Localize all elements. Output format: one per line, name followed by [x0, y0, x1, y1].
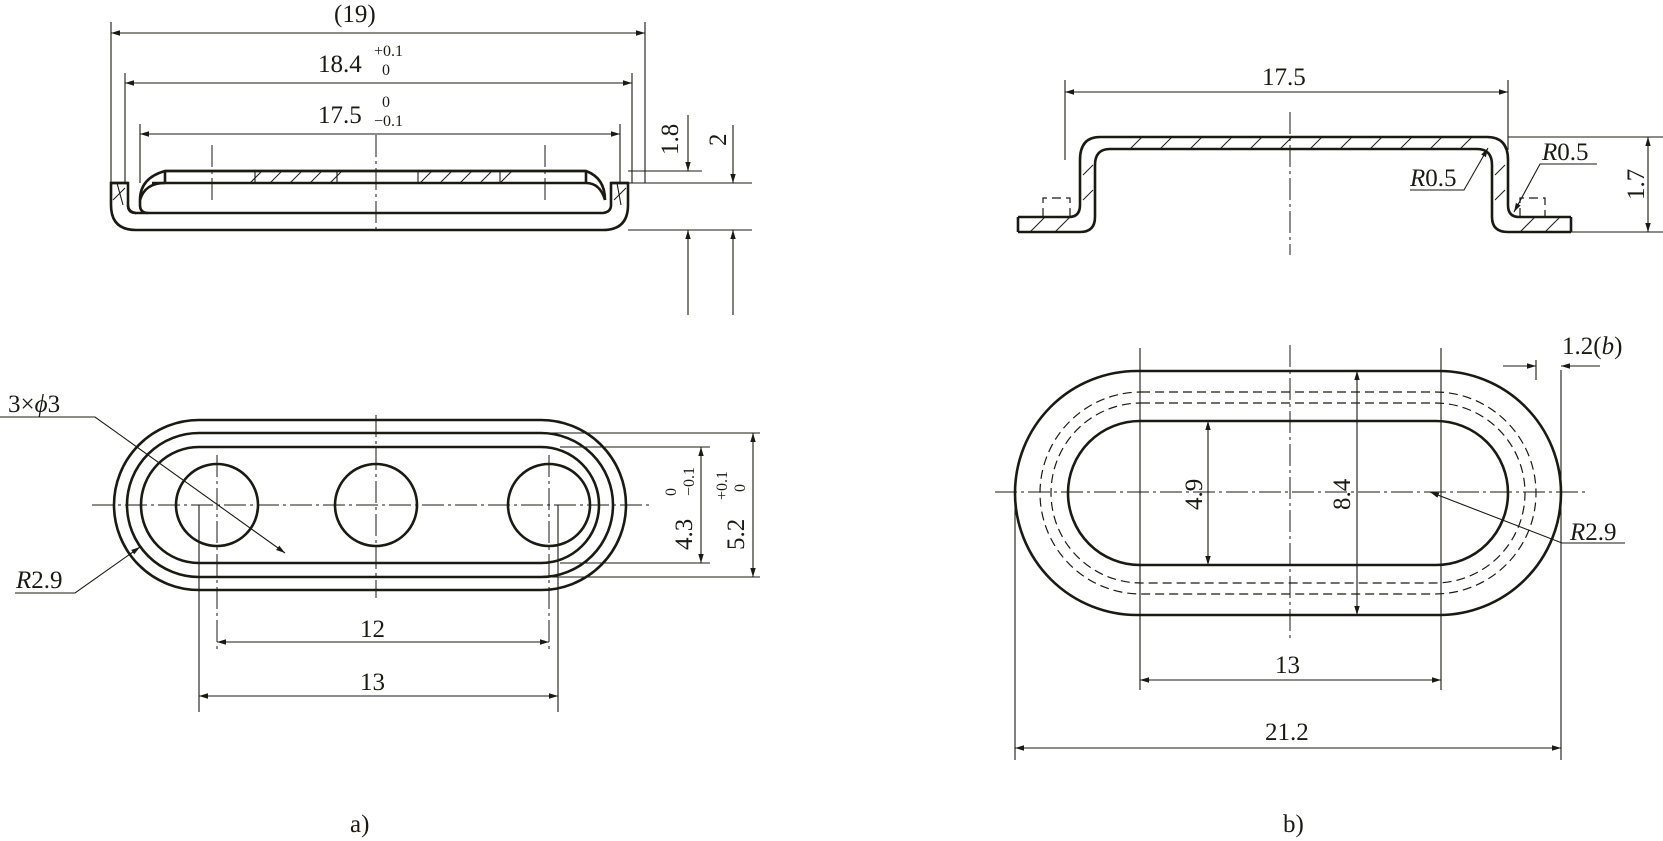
dim-width-4-3-lower-tol: −0.1: [681, 467, 698, 496]
dim-height-2: 2: [705, 134, 732, 147]
figure-b-section-view: [1016, 80, 1663, 255]
dim-17-5-lower-tol: −0.1: [374, 113, 403, 130]
dim-height-1-7: 1.7: [1623, 169, 1650, 200]
caption-b: b): [1283, 811, 1304, 838]
dim-width-5-2-upper-tol: +0.1: [714, 471, 731, 500]
caption-a: a): [350, 811, 369, 838]
dim-length-13: 13: [360, 669, 385, 696]
dim-overall-19: (19): [334, 1, 376, 28]
figure-b: 17.5 1.7 R0.5 R0.5 4.9 8.4 1.2(b) R2.9 1…: [995, 64, 1663, 838]
dim-width-4-3: 4.3: [671, 519, 698, 550]
dim-width-4-9: 4.9: [1181, 479, 1208, 510]
dim-height-1-8: 1.8: [657, 124, 684, 155]
dim-width-8-4: 8.4: [1329, 478, 1356, 510]
dim-overall-21-2: 21.2: [1265, 719, 1309, 746]
figure-a: (19) 18.4 +0.1 0 17.5 0 −0.1 1.8 2 3×ϕ3 …: [0, 1, 760, 838]
dim-width-5-2-lower-tol: 0: [732, 484, 749, 492]
dim-radius-left-0-5: R0.5: [1409, 165, 1457, 192]
figure-a-plan-view: [0, 415, 760, 712]
dim-width-5-2: 5.2: [723, 519, 750, 550]
dim-radius-right-0-5: R0.5: [1541, 139, 1589, 166]
dim-pitch-12: 12: [360, 616, 385, 643]
dim-radius-2-9: R2.9: [1569, 519, 1617, 546]
dim-18-4: 18.4: [318, 51, 362, 78]
dim-length-13: 13: [1275, 652, 1300, 679]
dim-17-5-upper-tol: 0: [382, 94, 390, 111]
dim-width-4-3-upper-tol: 0: [663, 488, 680, 496]
dim-holes: 3×ϕ3: [8, 391, 60, 418]
dim-17-5: 17.5: [318, 102, 362, 129]
figure-b-plan-view: [995, 345, 1625, 760]
dim-radius-2-9: R2.9: [15, 567, 63, 594]
figure-a-section-view: [109, 22, 752, 315]
dim-flange-1-2b: 1.2(b): [1562, 333, 1622, 360]
dim-18-4-upper-tol: +0.1: [374, 43, 403, 60]
dim-top-17-5: 17.5: [1262, 64, 1306, 91]
dim-18-4-lower-tol: 0: [382, 62, 390, 79]
